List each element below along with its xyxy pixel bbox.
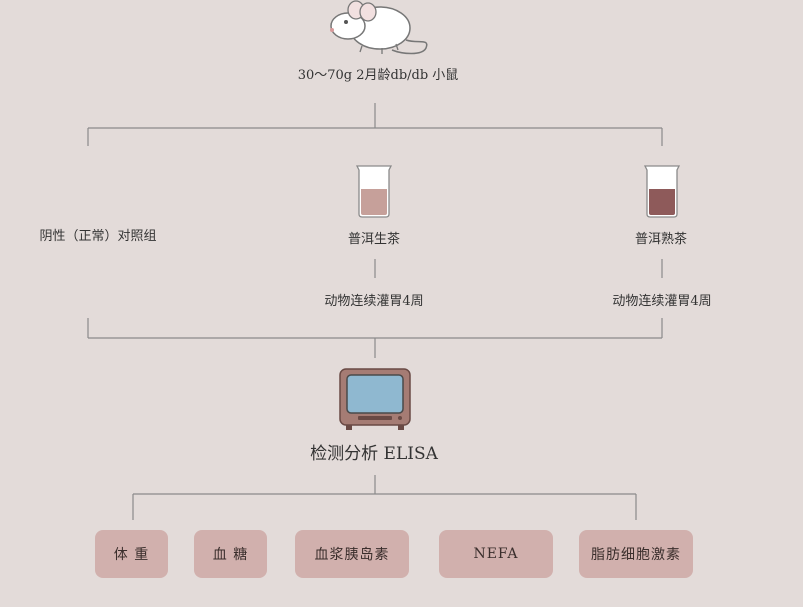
- raw-tea-label: 普洱生茶: [347, 232, 401, 247]
- outcome-nefa: NEFA: [439, 530, 553, 578]
- beaker-ripe-tea-icon: [643, 165, 681, 218]
- outcome-body-weight: 体 重: [95, 530, 168, 578]
- mouse-icon: [330, 0, 428, 55]
- source-label: 30～70g 2月龄db/db 小鼠: [297, 68, 459, 83]
- outcome-adipokines: 脂肪细胞激素: [579, 530, 693, 578]
- outcome-plasma-insulin: 血浆胰岛素: [295, 530, 409, 578]
- analysis-label: 检测分析 ELISA: [310, 444, 438, 464]
- beaker-raw-tea-icon: [355, 165, 393, 218]
- control-group-label: 阴性（正常）对照组: [39, 229, 157, 244]
- ripe-tea-label: 普洱熟茶: [634, 232, 688, 247]
- raw-tea-treatment: 动物连续灌胃4周: [324, 294, 424, 309]
- outcome-blood-glucose: 血 糖: [194, 530, 267, 578]
- ripe-tea-treatment: 动物连续灌胃4周: [612, 294, 712, 309]
- monitor-icon: [339, 368, 411, 430]
